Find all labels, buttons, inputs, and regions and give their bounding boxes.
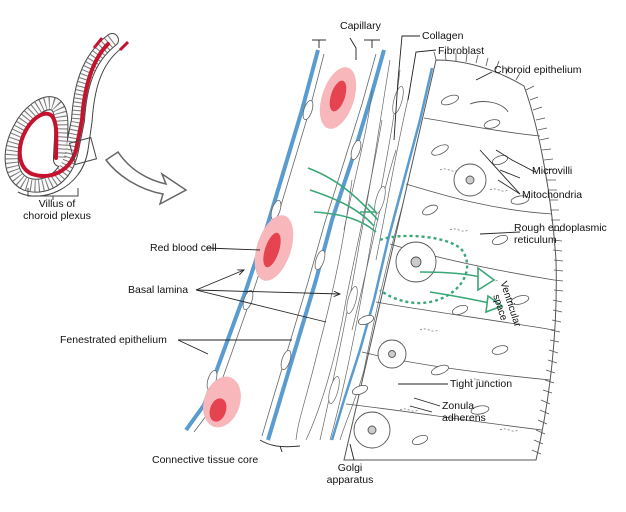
label-red-blood-cell: Red blood cell xyxy=(150,242,217,254)
label-fenestrated-epithelium: Fenestrated epithelium xyxy=(60,334,167,346)
capillary-wall-left xyxy=(184,49,320,432)
villus-overview xyxy=(4,33,130,200)
mitochondria xyxy=(351,94,530,446)
rough-er xyxy=(399,168,519,432)
label-villus: Villus of choroid plexus xyxy=(22,198,92,222)
label-golgi-line2: apparatus xyxy=(326,474,374,486)
secretion-flow xyxy=(307,167,504,314)
label-fibroblast: Fibroblast xyxy=(438,45,485,57)
microvilli-border xyxy=(433,51,564,455)
label-basal-lamina: Basal lamina xyxy=(128,284,189,296)
cell-nuclei xyxy=(353,101,509,449)
label-tight-junction: Tight junction xyxy=(450,378,513,390)
label-golgi-apparatus: Golgi apparatus xyxy=(320,462,380,486)
label-villus-line2: choroid plexus xyxy=(23,210,91,222)
epithelial-basement-membrane xyxy=(330,67,434,441)
capillary-wall-right xyxy=(266,49,386,441)
label-zonula-adherens: Zonula adherens xyxy=(442,400,486,424)
label-rough-er-line2: reticulum xyxy=(514,234,557,246)
label-mitochondria: Mitochondria xyxy=(522,189,583,201)
red-blood-cell-2 xyxy=(254,215,294,281)
villus-blood-vessel xyxy=(17,42,110,178)
zoom-arrow xyxy=(104,150,188,206)
label-zonula-line2: adherens xyxy=(442,412,486,424)
label-rough-er-line1: Rough endoplasmic xyxy=(514,222,607,234)
label-villus-line1: Villus of xyxy=(38,198,76,210)
red-blood-cell-1 xyxy=(319,67,357,129)
label-microvilli: Microvilli xyxy=(532,165,573,177)
choroid-epithelium xyxy=(343,51,564,461)
label-rough-er: Rough endoplasmic reticulum xyxy=(514,222,607,246)
leader-lines xyxy=(177,35,536,461)
label-choroid-epithelium: Choroid epithelium xyxy=(494,64,582,76)
label-connective-tissue-core: Connective tissue core xyxy=(152,454,259,466)
label-collagen: Collagen xyxy=(422,30,464,42)
villus-zoom-box xyxy=(68,136,98,166)
label-golgi-line1: Golgi xyxy=(337,462,363,474)
transport-dashed-ring xyxy=(379,234,469,305)
label-capillary: Capillary xyxy=(340,20,381,32)
red-blood-cell-3 xyxy=(203,376,241,428)
label-zonula-line1: Zonula xyxy=(442,400,475,412)
capillary xyxy=(184,39,386,441)
